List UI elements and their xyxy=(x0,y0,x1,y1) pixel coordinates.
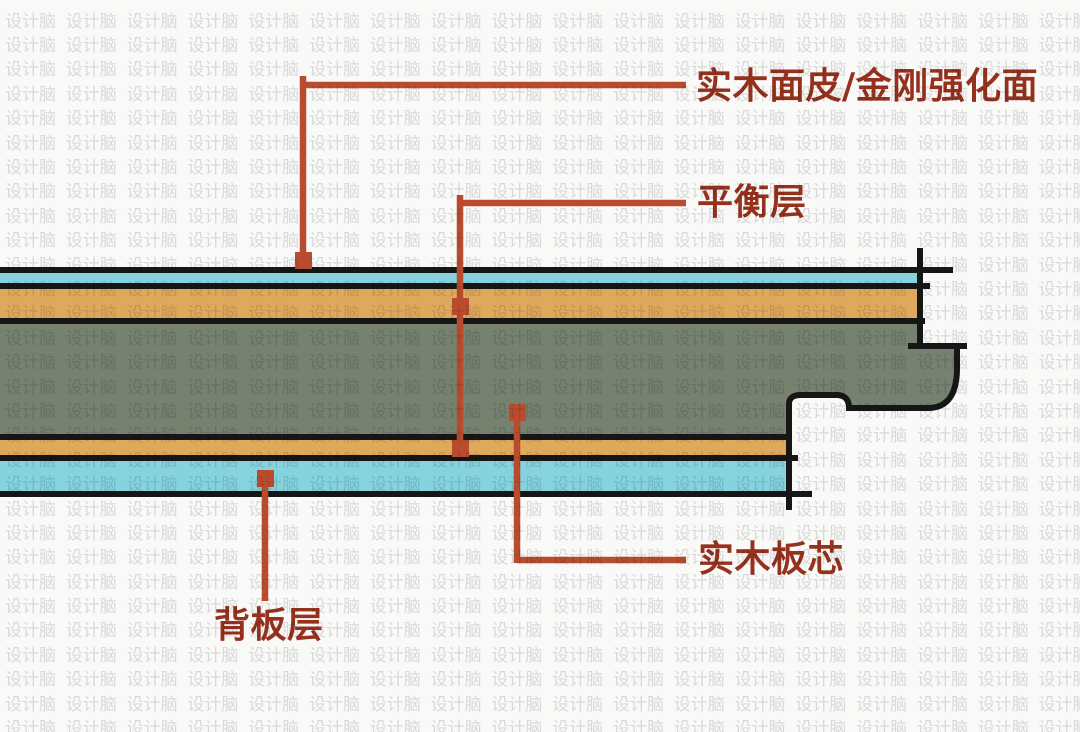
callout-lines xyxy=(261,76,686,601)
marker-core-layer xyxy=(509,404,526,421)
solid-wood-core-layer xyxy=(0,321,957,437)
callout-markers xyxy=(257,252,526,487)
tongue-and-notch-profile xyxy=(786,346,960,510)
label-surface-layer: 实木面皮/金刚强化面 xyxy=(696,66,1039,107)
marker-surface-layer xyxy=(295,252,312,269)
label-core-layer: 实木板芯 xyxy=(698,539,845,580)
label-back-layer: 背板层 xyxy=(214,605,324,646)
marker-bottom-balance-layer xyxy=(452,440,469,457)
marker-top-balance-layer xyxy=(452,298,469,315)
bottom-balance-layer xyxy=(0,437,789,458)
marker-back-layer xyxy=(257,470,274,487)
back-panel-layer xyxy=(0,458,789,495)
section-outlines xyxy=(0,248,967,510)
layer-fills xyxy=(0,270,957,495)
label-balance-layer: 平衡层 xyxy=(697,182,807,223)
